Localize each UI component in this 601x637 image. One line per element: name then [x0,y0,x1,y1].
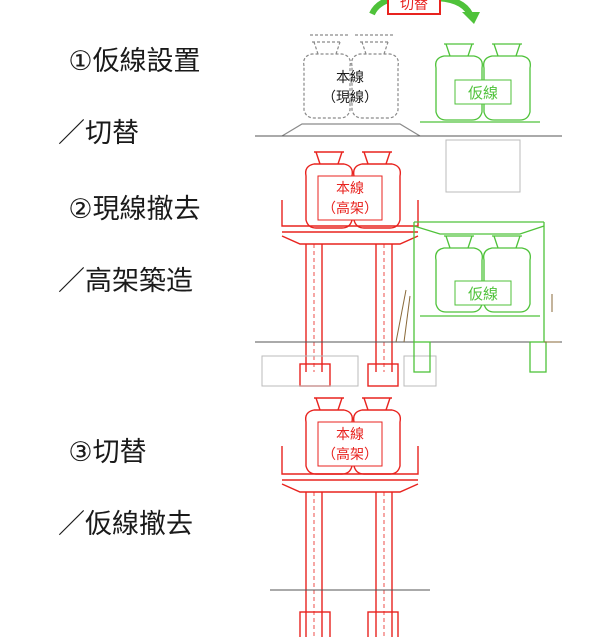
step-1-diagram: 切替 本線 （現線） 仮線 [255,0,562,193]
step-1-heading: 仮線設置 [92,46,201,77]
step-3-heading: 切替 [92,437,147,468]
main-line-label-1: 本線 [336,70,364,86]
step-3-title: ③切替 ／仮線撤去 [34,399,193,615]
elevated-train-section-3 [281,397,419,637]
temp-line-label-1: 仮線 [468,84,498,102]
temp-line-label-box-2 [454,280,512,306]
switch-label: 切替 [400,0,428,13]
step-1-subtitle: ／切替 [58,118,139,149]
elevated-train-section-2 [281,151,419,387]
step-2-diagram: 本線 （高架） 仮線 [255,151,562,387]
elevated-label-box-2 [317,175,383,221]
step-3-subtitle: ／仮線撤去 [58,509,193,540]
step-3-number: ③ [68,437,93,468]
main-line-label-2: 本線 [336,181,364,197]
temp-train-section-1 [420,43,540,123]
switch-label-box [387,0,441,15]
main-line-label-3: 本線 [336,427,364,443]
switch-arrow-icon [369,0,412,16]
temp-line-label-box-1 [454,79,512,105]
temp-line-label-2: 仮線 [468,285,498,303]
step-3-diagram: 本線 （高架） [270,397,430,637]
temp-train-section-2 [413,221,547,373]
elevated-label-3: （高架） [322,446,378,463]
step-1-number: ① [68,46,93,77]
step-1-title: ①仮線設置 ／切替 [34,8,201,224]
elevated-label-box-3 [317,421,383,467]
elevated-label-2: （高架） [322,200,378,217]
step-2-heading: 現線撤去 [92,194,201,225]
embankment [281,123,421,137]
step-2-title: ②現線撤去 ／高架築造 [34,156,201,372]
step-2-subtitle: ／高架築造 [58,266,193,297]
current-train-section [303,34,399,119]
step-2-number: ② [68,194,93,225]
current-line-label: （現線） [322,90,378,106]
